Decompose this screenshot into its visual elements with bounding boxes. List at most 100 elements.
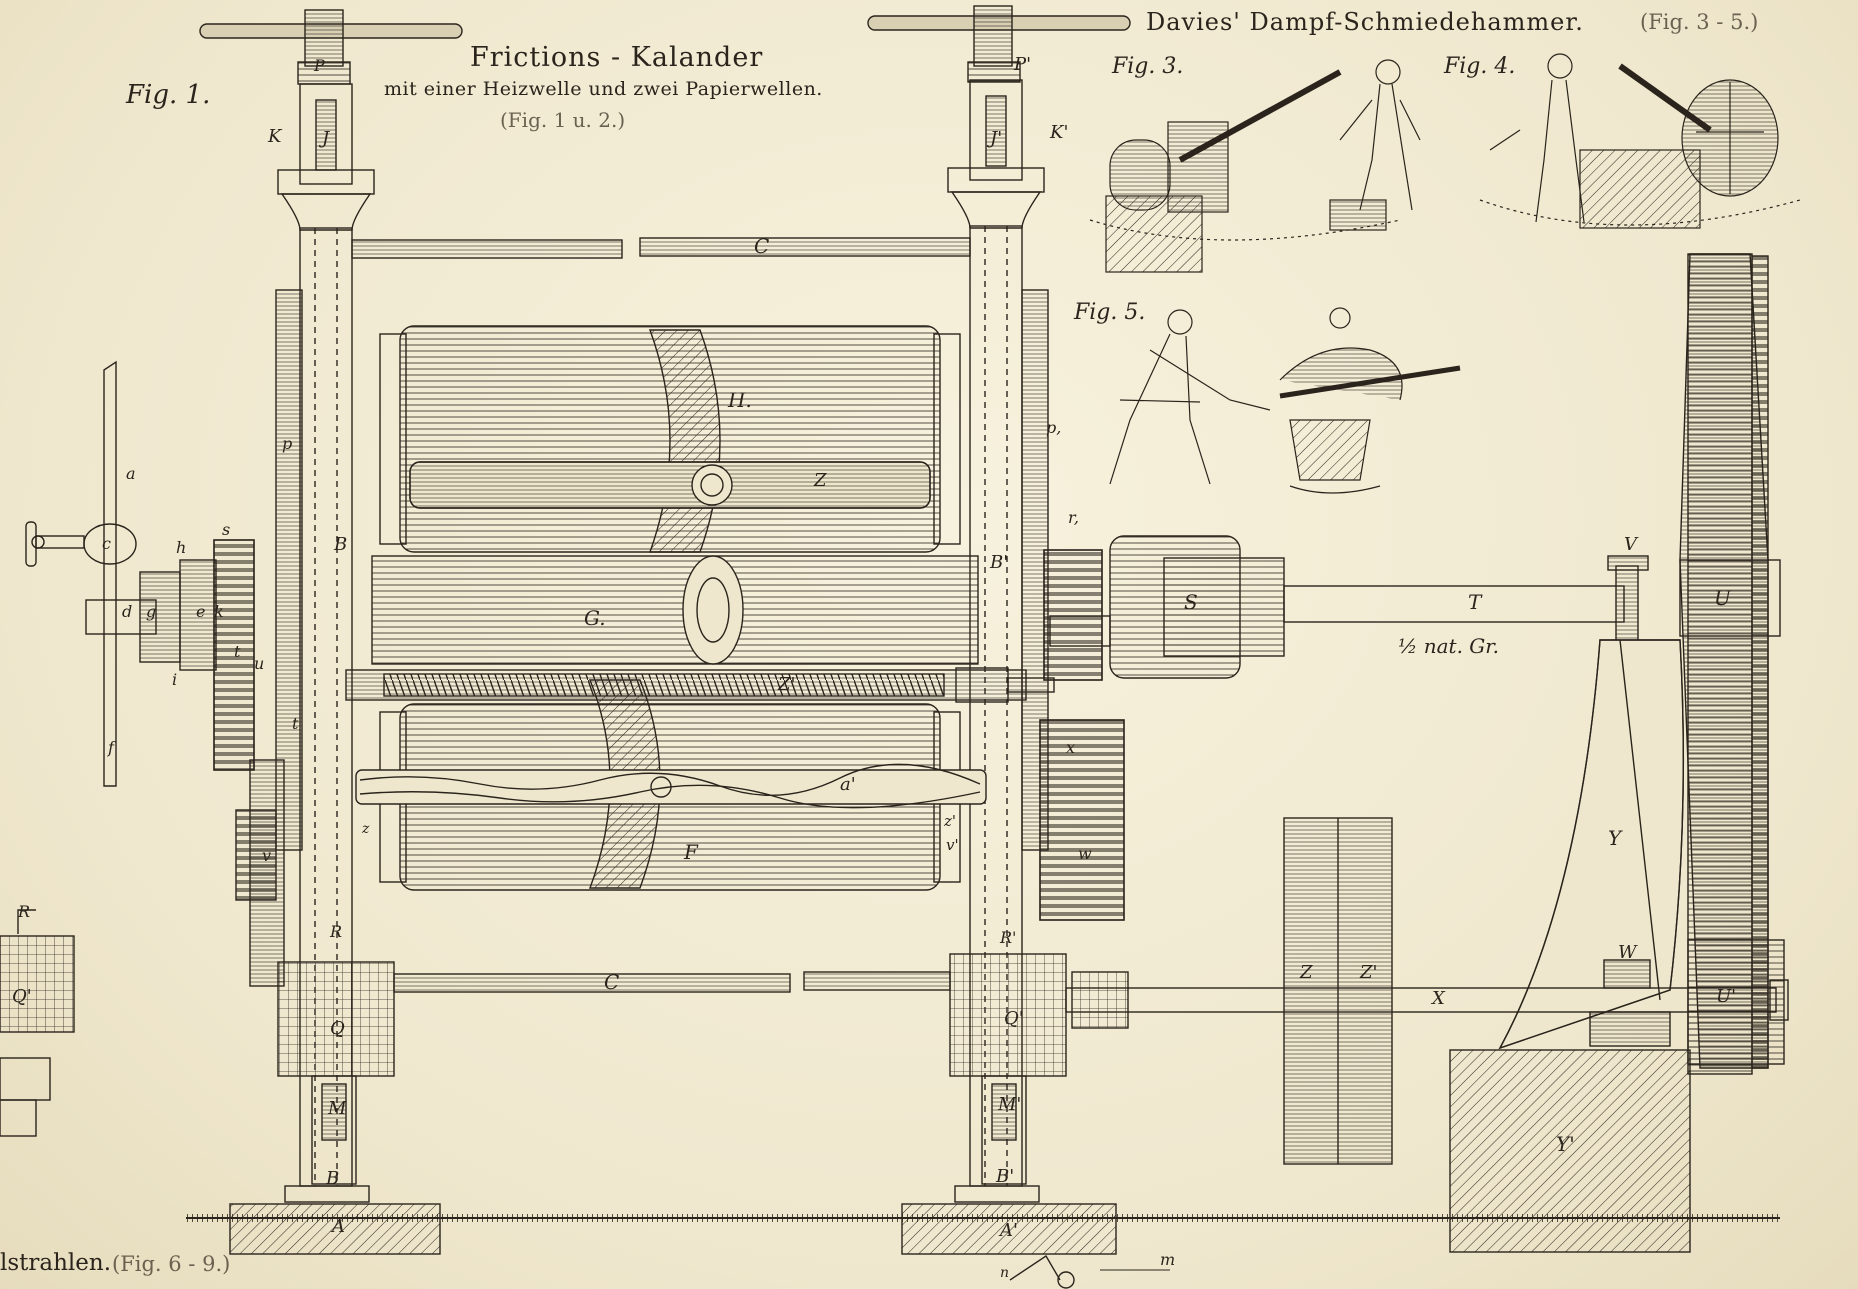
fig3-label: Fig. 3. [1112, 54, 1184, 79]
left-bearing-block [277, 961, 395, 1185]
partial-fig-left [0, 909, 75, 1137]
part-m: m [1160, 1250, 1176, 1269]
part-P: P [314, 56, 325, 75]
part-Q1-left: Q' [12, 986, 32, 1007]
support-y [1498, 639, 1685, 1050]
scale-note: ½ nat. Gr. [1398, 634, 1499, 658]
drive-shaft-t [1283, 555, 1649, 643]
hammer-title: Davies' Dampf-Schmiedehammer. [1146, 8, 1584, 36]
part-z2: z' [944, 812, 957, 830]
part-V: V [1624, 534, 1637, 555]
calender-figref: (Fig. 1 u. 2.) [500, 108, 626, 132]
right-gearing [1021, 289, 1125, 921]
part-A: A [332, 1216, 345, 1237]
part-t2: t [292, 714, 299, 733]
part-M1: M' [998, 1094, 1022, 1115]
right-frame [947, 79, 1045, 1203]
part-Y: Y [1608, 826, 1622, 850]
part-v: v [262, 846, 272, 865]
part-s: s [222, 520, 231, 539]
part-M: M [328, 1098, 347, 1119]
part-Z1: Z' [778, 674, 796, 695]
part-K1: K' [1050, 122, 1069, 143]
part-U: U [1714, 586, 1731, 610]
calender-title: Frictions - Kalander [470, 42, 764, 73]
part-g: g [146, 602, 157, 621]
part-f: f [108, 738, 114, 757]
upper-paper-roll [379, 325, 961, 553]
part-t: t [234, 642, 241, 661]
part-e: e [196, 602, 206, 621]
part-w: w [1078, 844, 1092, 863]
part-Z: Z [814, 470, 827, 491]
hammer-figref: (Fig. 3 - 5.) [1640, 10, 1759, 34]
fig4-vignette [1479, 53, 1801, 229]
fig3-vignette [1089, 59, 1421, 273]
calender-subtitle: mit einer Heizwelle und zwei Papierwelle… [384, 78, 823, 100]
part-J: J [322, 128, 330, 149]
flywheel-u [1679, 253, 1785, 1075]
right-bearing-block [949, 953, 1067, 1185]
part-H: H. [728, 388, 752, 412]
part-K: K [268, 126, 282, 147]
part-U1: U' [1716, 986, 1737, 1007]
part-Zbig: Z [1300, 962, 1313, 983]
part-C-bottom: C [604, 970, 620, 994]
part-B1: B' [990, 552, 1009, 573]
part-B1-base: B' [996, 1166, 1015, 1187]
part-a1: a' [840, 774, 856, 795]
right-handwheel [867, 5, 1131, 83]
part-Q1: Q' [1004, 1008, 1024, 1029]
part-r: r, [1068, 508, 1079, 527]
part-x: x [1066, 738, 1076, 757]
left-foundation [229, 1203, 441, 1255]
part-R-left: R [18, 902, 31, 921]
part-B: B [334, 534, 348, 555]
bottom-left-fragment: lstrahlen. [0, 1250, 112, 1276]
bottom-fragment [1009, 1255, 1170, 1289]
part-u: u [254, 654, 265, 673]
part-v1: v' [946, 836, 959, 854]
fig5-label: Fig. 5. [1074, 300, 1146, 325]
ground-line [186, 1214, 1782, 1222]
part-i: i [172, 670, 178, 689]
part-P1: P' [1014, 54, 1032, 75]
part-F: F [684, 840, 698, 864]
bottom-left-figref: (Fig. 6 - 9.) [112, 1252, 231, 1276]
fig5-vignette [1109, 307, 1461, 494]
part-p1: p, [1046, 418, 1062, 437]
part-c: c [102, 534, 111, 553]
part-Q: Q [330, 1018, 345, 1039]
part-p: p [282, 434, 293, 453]
part-Zbig1: Z' [1360, 962, 1378, 983]
part-A1: A' [1000, 1220, 1018, 1241]
part-R: R [330, 922, 343, 941]
part-d: d [122, 602, 133, 621]
part-T: T [1468, 590, 1482, 614]
top-tie-rod [351, 237, 971, 259]
part-X: X [1432, 988, 1445, 1009]
clutch [1109, 535, 1285, 679]
right-foundation [901, 1203, 1117, 1255]
fig1-label: Fig. 1. [126, 80, 211, 110]
adjusting-mechanism [25, 289, 303, 987]
part-B-base: B [326, 1168, 340, 1189]
bearing-w [1589, 959, 1671, 1047]
part-S: S [1184, 590, 1198, 614]
part-k: k [214, 602, 224, 621]
part-R1: R' [1000, 928, 1017, 947]
part-a: a [126, 464, 136, 483]
part-n: n [1000, 1265, 1010, 1281]
bottom-tie-rod [393, 971, 951, 993]
part-G: G. [584, 606, 606, 630]
lower-shaft-x [1065, 817, 1789, 1165]
part-zs: z [362, 821, 370, 837]
part-Y1: Y' [1556, 1132, 1575, 1156]
part-C-top: C [754, 234, 770, 258]
part-W: W [1618, 942, 1637, 963]
screw-spindle [345, 667, 1055, 703]
left-handwheel [199, 9, 463, 85]
part-J1: J' [990, 128, 1003, 149]
part-h: h [176, 538, 187, 557]
